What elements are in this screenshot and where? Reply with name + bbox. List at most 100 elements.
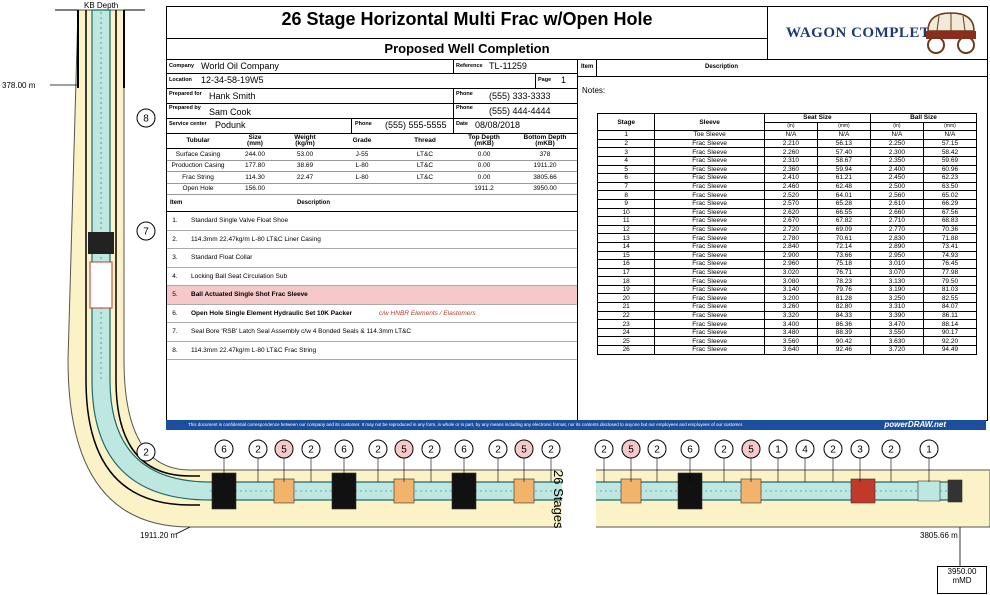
item-description: 114.3mm 22.47kg/m L-80 LT&C Liner Casing bbox=[191, 235, 321, 243]
stage-panel: Item Description Notes: Stage Sleeve Sea… bbox=[577, 59, 988, 421]
table-cell: 64.01 bbox=[816, 190, 871, 200]
stage-header: Stage bbox=[596, 112, 656, 132]
table-cell: 3.260 bbox=[763, 302, 818, 312]
table-cell: 3.390 bbox=[869, 310, 924, 321]
table-cell: 66.29 bbox=[922, 198, 978, 209]
table-cell: 0.00 bbox=[455, 160, 513, 172]
table-cell: N/A bbox=[869, 130, 924, 140]
list-item: 3. Standard Float Collar bbox=[167, 249, 577, 268]
table-cell: 2.410 bbox=[763, 173, 818, 183]
table-cell: 86.11 bbox=[922, 310, 978, 321]
table-cell: 244.00 bbox=[229, 148, 281, 161]
brand-link[interactable]: powerDRAW.net bbox=[884, 420, 946, 429]
table-cell: 156.00 bbox=[229, 183, 281, 195]
callout-label: 6 bbox=[687, 445, 693, 456]
table-cell: 69.09 bbox=[816, 224, 871, 235]
table-cell: 2.350 bbox=[869, 155, 924, 166]
phone-value-1: (555) 333-3333 bbox=[489, 91, 551, 101]
prepared-for-row: Prepared for Hank Smith Phone (555) 333-… bbox=[167, 88, 577, 104]
table-cell: Frac Sleeve bbox=[654, 293, 765, 304]
table-cell: 2.610 bbox=[869, 198, 924, 209]
callout-label: 1 bbox=[775, 445, 781, 456]
table-cell: Frac Sleeve bbox=[654, 164, 765, 175]
table-cell: 74.93 bbox=[922, 250, 978, 261]
callout-label: 2 bbox=[375, 445, 381, 456]
table-cell: Open Hole bbox=[167, 183, 229, 195]
table-cell: Frac Sleeve bbox=[654, 198, 765, 209]
table-cell: Frac Sleeve bbox=[654, 302, 765, 312]
tubular-col-header: Tubular bbox=[167, 134, 229, 149]
callout-label: 2 bbox=[143, 448, 149, 459]
service-center-row: Service center Podunk Phone (555) 555-55… bbox=[167, 118, 577, 134]
item-extra: c/w HNBR Elements / Elastomers bbox=[379, 309, 476, 317]
table-cell: 22.47 bbox=[281, 171, 329, 184]
table-cell: 0.00 bbox=[455, 171, 513, 184]
table-cell: 82.80 bbox=[816, 302, 871, 312]
table-cell: 67.56 bbox=[922, 207, 978, 218]
seat-size-header: Seat Size bbox=[763, 113, 871, 123]
callout-label: 2 bbox=[830, 445, 836, 456]
kb-depth-label: KB Depth bbox=[84, 1, 119, 10]
frac-sleeve bbox=[620, 478, 642, 504]
table-cell: 26 bbox=[596, 345, 656, 355]
item-number: 5. bbox=[172, 291, 178, 298]
stage-table: Stage Sleeve Seat Size Ball Size (in) (m… bbox=[596, 112, 978, 355]
table-cell: 7 bbox=[596, 181, 656, 192]
table-cell: 2.560 bbox=[869, 190, 924, 200]
table-cell bbox=[329, 183, 395, 195]
item-description: 114.3mm 22.47kg/m L-80 LT&C Frac String bbox=[191, 346, 317, 354]
table-cell: 2.770 bbox=[869, 224, 924, 235]
item-description: Standard Float Collar bbox=[191, 254, 253, 261]
list-item: 4.Locking Ball Seat Circulation Sub bbox=[167, 268, 577, 286]
tubular-col-header: Thread bbox=[395, 134, 455, 149]
table-cell: Frac Sleeve bbox=[654, 250, 765, 261]
table-cell: 9 bbox=[596, 198, 656, 209]
reference-label: Reference bbox=[456, 63, 483, 69]
td-value: 3950.00 bbox=[947, 567, 977, 576]
callout-label: 5 bbox=[281, 445, 287, 456]
table-cell: 3.630 bbox=[869, 336, 924, 347]
table-cell: Frac Sleeve bbox=[654, 181, 765, 192]
table-cell: 62.48 bbox=[816, 181, 871, 192]
table-cell: 86.36 bbox=[816, 319, 871, 329]
table-cell: N/A bbox=[816, 130, 871, 140]
callout-label: 2 bbox=[888, 445, 894, 456]
table-cell: 2.830 bbox=[869, 233, 924, 243]
list-item: 6.Open Hole Single Element Hydraulic Set… bbox=[167, 305, 577, 323]
item-number: 8. bbox=[172, 346, 178, 354]
company-value: World Oil Company bbox=[201, 61, 279, 71]
table-cell: 1911.20 bbox=[513, 160, 577, 172]
item-number: 3. bbox=[172, 254, 178, 261]
callout-label: 8 bbox=[143, 114, 149, 125]
table-cell: Frac Sleeve bbox=[654, 345, 765, 355]
table-cell: LT&C bbox=[395, 148, 455, 161]
table-cell: 2.250 bbox=[869, 138, 924, 149]
table-cell: 79.76 bbox=[816, 284, 871, 295]
table-cell: 3950.00 bbox=[513, 183, 577, 195]
prepared-for-value: Hank Smith bbox=[209, 91, 256, 101]
table-cell: 17 bbox=[596, 267, 656, 278]
table-cell: 38.69 bbox=[281, 160, 329, 172]
table-cell: 25 bbox=[596, 336, 656, 347]
table-cell: 81.03 bbox=[922, 284, 978, 295]
stages-label: 26 Stages bbox=[551, 470, 566, 529]
table-cell: Frac Sleeve bbox=[654, 233, 765, 243]
table-cell: 14 bbox=[596, 241, 656, 252]
float-collar bbox=[917, 480, 941, 502]
table-cell: 58.67 bbox=[816, 155, 871, 166]
list-item: 5.Ball Actuated Single Shot Frac Sleeve bbox=[167, 286, 577, 305]
table-cell: L-80 bbox=[329, 171, 395, 184]
list-item: 8. 114.3mm 22.47kg/m L-80 LT&C Frac Strin… bbox=[167, 342, 577, 360]
table-cell: 2.780 bbox=[763, 233, 818, 243]
